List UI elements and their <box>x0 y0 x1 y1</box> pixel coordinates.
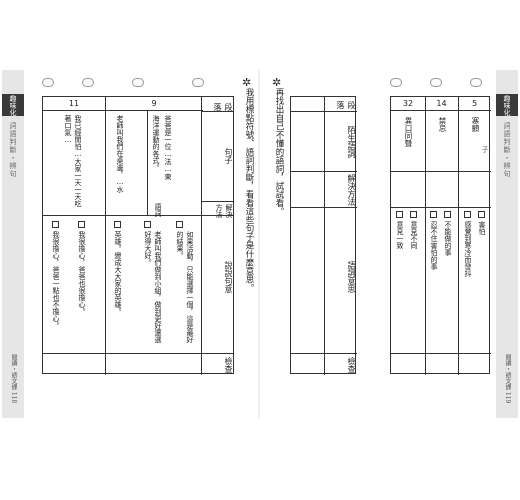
option-9-c: 如果活動，只能選擇一個，這是最好的結果。 <box>175 221 195 347</box>
left-folio: 閱讀・語文課 118 <box>10 354 17 404</box>
row-label-word-meaning: 語詞意思 <box>347 261 356 293</box>
col-number-11: 11 <box>68 99 80 108</box>
option-9-b: 老師叫我們做到小組，做到更好還選好得大好。 <box>143 221 163 347</box>
deco-icon <box>192 78 204 87</box>
deco-icon <box>430 78 442 87</box>
right-blank-table: 段落 陌生語詞 解決方法 語詞意思 檢查 <box>290 96 357 375</box>
word-14: 禁忌 <box>438 117 447 132</box>
left-instruction: 我用標點符號、語詞判斷，看看這些句子是什麼意思。 <box>244 88 254 292</box>
left-row-labels: 段落 句子 解決方法 說說句意 檢查 <box>201 97 234 375</box>
answer-checkbox[interactable] <box>430 211 437 218</box>
deco-icon <box>132 78 144 87</box>
sentence-9-a: 老師叫我們在桌邊，…水 <box>116 115 124 193</box>
left-page: 趣味化 詞語判斷・辨句子 閱讀・語文課 118 11 9 段落 <box>2 70 260 418</box>
option-9-a: 英雄。變成大大家的英雄。 <box>113 221 123 347</box>
meaning-5-b: 害怕 <box>477 211 487 341</box>
answer-checkbox[interactable] <box>52 221 59 228</box>
answer-checkbox[interactable] <box>78 221 85 228</box>
deco-icon <box>470 78 482 87</box>
answer-checkbox[interactable] <box>444 211 451 218</box>
left-tab-subtitle: 詞語判斷・辨句子 <box>9 122 17 178</box>
row-label-check: 檢查 <box>224 357 233 373</box>
deco-icon <box>390 78 402 87</box>
book-spread: 趣味化 詞語判斷・辨句子 閱讀・語文課 118 11 9 段落 <box>2 70 518 418</box>
answer-checkbox[interactable] <box>144 221 151 228</box>
meaning-14-b: 不能做的事 <box>443 211 453 341</box>
answer-checkbox[interactable] <box>396 211 403 218</box>
right-example-table: 32 14 5 異口同聲 禁忌 寒顫 意見一致 意見不同 <box>390 96 491 375</box>
col-number-9: 9 <box>151 99 157 108</box>
left-side-tab: 趣味化 詞語判斷・辨句子 閱讀・語文課 118 <box>2 70 24 418</box>
deco-icon <box>82 78 94 87</box>
row-label-meaning: 說說句意 <box>224 261 233 293</box>
answer-checkbox[interactable] <box>176 221 183 228</box>
col-number-5: 5 <box>471 99 478 108</box>
right-tab-subtitle: 詞語判斷・辨句子 <box>481 122 511 178</box>
right-side-tab: 趣味化 詞語判斷・辨句子 閱讀・語文課 119 <box>481 70 518 418</box>
row-label-paragraph: 段落 <box>213 103 233 111</box>
meaning-14-a: 忍不住害怕的事 <box>429 211 439 341</box>
meaning-5-a: 感覺到寒冷而發抖 <box>463 211 473 341</box>
option-11-b: 我很擔心，爸爸也很擔心。 <box>77 221 87 347</box>
answer-checkbox[interactable] <box>114 221 121 228</box>
row-label-unknown-word: 陌生語詞 <box>347 126 356 158</box>
option-11-a: 我很擔心，爸爸一點也不擔心。 <box>51 221 61 347</box>
row-label-check: 檢查 <box>347 357 356 373</box>
sentence-9-c: 海洋運動的各式。 <box>152 115 160 171</box>
left-table-header: 11 9 <box>43 97 203 111</box>
right-top-decoration <box>390 76 490 90</box>
right-table-header: 32 14 5 <box>391 97 491 111</box>
cell-word-label: 語詞 <box>154 203 162 217</box>
answer-checkbox[interactable] <box>410 211 417 218</box>
right-instruction: 再找出自己不懂的語詞，試試看。 <box>274 88 284 216</box>
answer-checkbox[interactable] <box>478 211 485 218</box>
flower-icon: ✲ <box>272 76 282 89</box>
word-5: 寒顫 <box>471 117 480 132</box>
row-label-paragraph: 段落 <box>336 101 356 109</box>
deco-icon <box>42 78 54 87</box>
sentence-9-b: 爸爸是一位…法…東 <box>164 115 172 180</box>
right-tab-title: 趣味化 <box>496 94 518 116</box>
row-label-sentence: 句子 <box>224 148 233 164</box>
right-folio: 閱讀・語文課 119 <box>504 354 511 404</box>
answer-checkbox[interactable] <box>464 211 471 218</box>
row-label-method: 解決方法 <box>347 174 356 206</box>
meaning-32-a: 意見一致 <box>395 211 405 341</box>
col-number-14: 14 <box>436 99 447 108</box>
meaning-32-b: 意見不同 <box>409 211 419 341</box>
sentence-11: 我已經閒怕…大家一天一天吃著口氣… <box>64 115 82 207</box>
left-worksheet-table: 11 9 段落 句子 解決方法 說說句意 檢查 <box>42 96 234 375</box>
left-top-decoration <box>42 76 242 90</box>
word-32: 異口同聲 <box>404 117 413 147</box>
row-label-method: 解決方法 <box>215 204 233 218</box>
left-tab-title: 趣味化 <box>2 94 24 116</box>
right-page: 趣味化 詞語判斷・辨句子 閱讀・語文課 119 ✲ 再找出自己不懂的語詞，試試看… <box>260 70 518 418</box>
col-number-32: 32 <box>402 99 414 108</box>
flower-icon: ✲ <box>242 76 252 89</box>
